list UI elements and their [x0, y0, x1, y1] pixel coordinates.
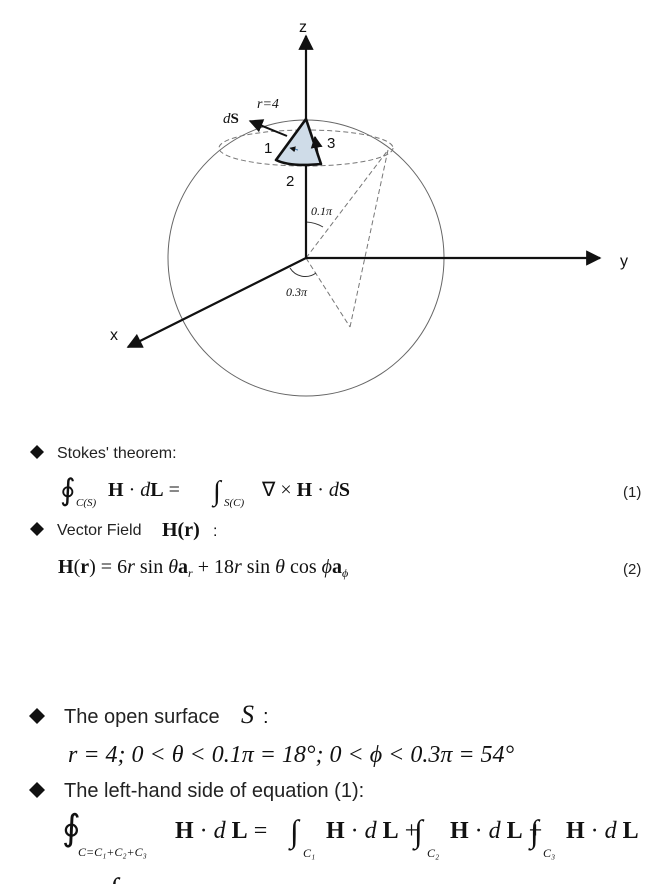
lhs-equation: ∮ C=C₁+C₂+C₃ H · d L = ∫ C₁ H · d L + ∫ …: [62, 808, 639, 884]
eq-number-1: (1): [623, 484, 641, 501]
dS-label: dS: [223, 111, 239, 127]
svg-text:H · dL =: H · dL =: [108, 479, 180, 501]
svg-text:∫: ∫: [288, 813, 301, 851]
svg-text:H(r) = 6r sin θar + 18r sin θ: H(r) = 6r sin θar + 18r sin θ cos ϕaϕ: [58, 556, 348, 580]
svg-text:S(C): S(C): [224, 497, 245, 509]
meridian-line: [349, 149, 389, 328]
open-surface-symbol: S: [241, 700, 254, 729]
svg-text:∫: ∫: [412, 813, 425, 851]
svg-text:C=C₁+C₂+C₃: C=C₁+C₂+C₃: [78, 845, 147, 859]
open-surface-title: The open surface: [64, 706, 220, 728]
surface-patch: [274, 117, 323, 167]
bullet-vector-field: Vector Field H(r) :: [30, 519, 217, 541]
vector-field-title: Vector Field: [57, 522, 141, 539]
svg-text:∮: ∮: [60, 474, 76, 507]
bullet-stokes: Stokes' theorem:: [30, 445, 177, 462]
vector-field-colon: :: [213, 523, 217, 540]
diamond-bullet: [30, 522, 44, 536]
path-3-arrow: [310, 135, 323, 157]
svg-text:∮: ∮: [62, 808, 81, 848]
svg-text:H · d L +: H · d L +: [450, 818, 542, 844]
theta-arc: [305, 221, 324, 228]
stokes-equation: ∮ C(S) H · dL = ∫ S(C) ∇ × H · dS: [60, 474, 350, 509]
phi-projection-line: [305, 257, 351, 328]
svg-text:C₃: C₃: [543, 846, 555, 860]
radius-label: r=4: [257, 97, 279, 112]
svg-text:C(S): C(S): [76, 497, 97, 509]
path-1-label: 1: [264, 140, 272, 157]
bullet-lhs: The left-hand side of equation (1):: [29, 780, 364, 802]
diamond-bullet: [30, 445, 44, 459]
dS-normal-arrow: [248, 119, 288, 137]
svg-text:C₂: C₂: [427, 846, 439, 860]
inner-arrow: [289, 146, 299, 153]
phi-angle-label: 0.3π: [286, 285, 308, 299]
open-surface-colon: :: [263, 706, 269, 728]
path-2-label: 2: [286, 173, 294, 190]
path-3-label: 3: [327, 135, 335, 152]
stokes-title: Stokes' theorem:: [57, 445, 177, 462]
y-axis-label: y: [620, 253, 628, 270]
theta-ray-line: [305, 149, 389, 259]
svg-text:∫: ∫: [108, 871, 121, 884]
theta-angle-label: 0.1π: [311, 204, 333, 218]
sphere-diagram: z y x r=4 dS 1 2 3 0.1π 0.3π: [110, 19, 628, 397]
svg-text:H · d L =: H · d L =: [175, 818, 267, 844]
x-axis-label: x: [110, 327, 118, 344]
diamond-bullet: [29, 708, 45, 724]
z-axis-label: z: [299, 19, 307, 36]
svg-text:∇ × H · dS: ∇ × H · dS: [261, 479, 350, 501]
surface-bounds: r = 4; 0 < θ < 0.1π = 18°; 0 < ϕ < 0.3π …: [68, 742, 515, 768]
svg-text:∫: ∫: [211, 476, 223, 508]
bullet-open-surface: The open surface S :: [29, 700, 269, 729]
svg-text:H · d L: H · d L: [566, 818, 639, 844]
svg-text:H · d L +: H · d L +: [326, 818, 418, 844]
lhs-title: The left-hand side of equation (1):: [64, 780, 364, 802]
diamond-bullet: [29, 782, 45, 798]
svg-text:∫: ∫: [528, 813, 541, 851]
eq-number-2: (2): [623, 561, 641, 578]
x-axis: [126, 257, 307, 348]
vector-field-symbol: H(r): [162, 519, 200, 541]
field-equation: H(r) = 6r sin θar + 18r sin θ cos ϕaϕ: [58, 556, 348, 580]
phi-arc: [289, 267, 317, 277]
svg-text:C₁: C₁: [303, 846, 315, 860]
